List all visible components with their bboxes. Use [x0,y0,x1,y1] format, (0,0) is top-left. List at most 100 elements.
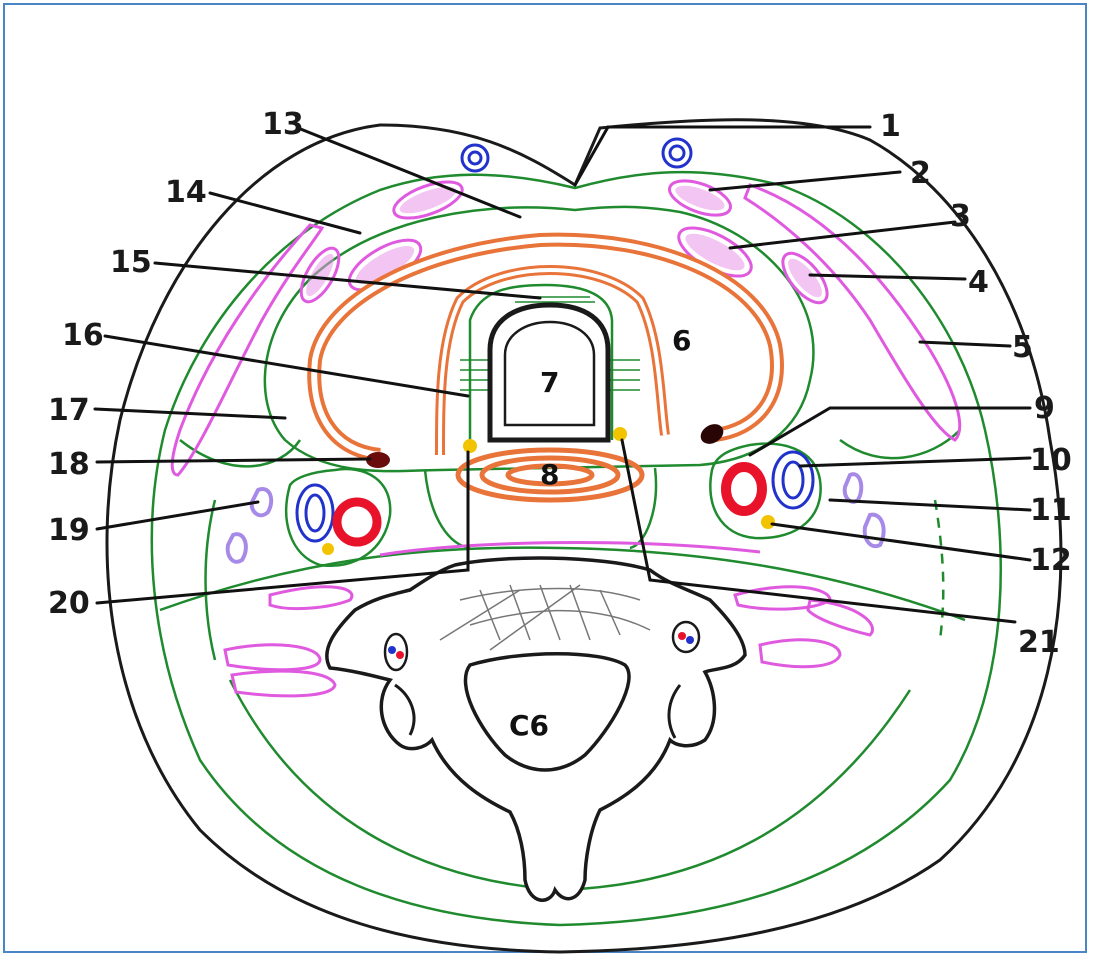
muscle-fill-l3 [306,253,334,297]
lymph-node-l1 [249,487,274,518]
esophagus [455,447,645,503]
label-c6: C6 [509,709,549,742]
label-21: 21 [1018,625,1060,660]
lymph-nodes [225,472,886,564]
muscle-left-3 [299,246,341,304]
leader-14 [208,191,362,235]
recurrent-laryngeal-nerve-left [463,439,477,453]
leader-13 [296,126,522,219]
label-3: 3 [950,199,971,234]
anterior-jugular-veins [460,137,693,173]
parathyroid-left [366,452,390,468]
transverse-process-left [394,683,416,736]
anterior-jugular-left-inner [467,150,483,166]
trachea [487,302,611,443]
anterior-jugular-right [661,137,693,169]
leader-3 [728,220,957,250]
leader-16 [103,334,470,398]
sternocleidomastoid-right [743,183,962,442]
carotid-artery-left [332,497,382,547]
vertebral-body-hatch [439,584,651,651]
prevertebral-fascia [159,546,966,622]
trachea-inner [503,320,596,427]
leader-11 [828,498,1032,512]
transverse-foramen-left [383,632,409,672]
fascia-line [629,467,658,550]
label-4: 4 [968,265,989,300]
leader-20 [95,450,470,605]
label-1: 1 [880,109,901,144]
label-10: 10 [1030,443,1072,478]
lymph-node-l2 [225,532,248,564]
anterior-jugular-right-inner [668,144,686,162]
leader-19 [95,500,260,531]
pretracheal-fascia [468,283,614,440]
internal-jugular-vein-left-inner [304,493,326,533]
lymph-node-r1 [842,472,864,504]
vagus-nerve-left [322,543,334,555]
longus-left-2 [230,669,337,698]
leader-10 [798,456,1032,468]
carotid-sheath-left [285,467,392,567]
anterior-jugular-left [460,143,490,173]
recurrent-laryngeal-nerve-right [613,427,627,441]
internal-jugular-vein-left [295,483,335,543]
parathyroid-right [700,424,724,444]
sternocleidomastoid-left [170,223,325,477]
muscle-fill [306,185,822,298]
label-17: 17 [48,393,90,428]
prevertebral-muscle [379,541,761,557]
investing-fascia [263,205,815,473]
longus-left [223,643,322,672]
skin-outline [105,118,1063,954]
internal-jugular-vein-right [771,450,815,510]
label-19: 19 [48,513,90,548]
muscle-fill-2 [675,185,725,211]
transverse-foramen-right [671,620,701,654]
label-18: 18 [48,447,90,482]
muscle-fill-4 [788,258,822,298]
internal-jugular-vein-right-inner [781,460,805,500]
fascia-line [179,439,302,468]
longus-right [758,638,842,669]
neurovascular-bundle-left [295,483,382,555]
superficial-fascia [150,170,1003,927]
label-6: 6 [672,324,691,357]
leader-12 [770,522,1032,562]
muscle-14-left [392,180,464,220]
fascia-line [204,499,217,661]
carotid-sheath-right [709,442,822,540]
fascia-line [839,429,961,460]
fascia-line [933,499,945,641]
leader-15 [153,261,542,300]
label-13: 13 [262,107,304,142]
label-11: 11 [1030,493,1072,528]
leader-21 [620,438,1017,624]
leader-5 [918,340,1012,348]
muscle-fill-3 [685,233,745,271]
carotid-artery-right [721,462,767,516]
muscle-2-right [668,179,732,217]
label-8: 8 [540,458,559,491]
label-12: 12 [1030,543,1072,578]
label-7: 7 [540,366,559,399]
muscle-fill-l2 [355,245,415,285]
label-20: 20 [48,586,90,621]
number-labels: 1 2 3 4 5 9 10 11 12 13 14 15 16 17 18 1… [48,107,1072,660]
leader-17 [93,407,287,420]
label-2: 2 [910,156,931,191]
label-15: 15 [110,245,152,280]
vagus-nerve-right [761,515,775,529]
scalene-band-left [268,585,354,611]
transverse-process-right [667,684,682,739]
leader-9 [748,406,1032,457]
lymph-node-r2 [862,512,886,549]
leader-18 [95,457,372,464]
label-9: 9 [1034,391,1055,426]
label-16: 16 [62,318,104,353]
leader-2 [708,170,902,192]
leader-lines [93,125,1032,624]
muscle-fill-14 [399,186,457,214]
thyroid-isthmus-inner [438,268,667,456]
